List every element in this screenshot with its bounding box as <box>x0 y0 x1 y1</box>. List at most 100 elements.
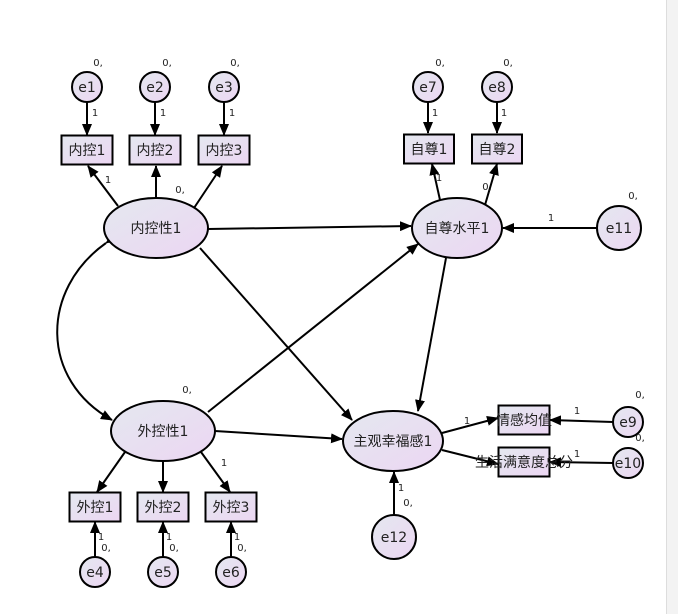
path-weight-qg: 1 <box>464 416 470 427</box>
wkx-to-zzsp-arrow <box>207 243 419 413</box>
nkx-to-nk3-arrow <box>193 165 223 209</box>
node-zz2[interactable]: 自尊2 <box>471 133 523 165</box>
node-wk1[interactable]: 外控1 <box>68 491 122 523</box>
zgxf-to-qg-arrow <box>441 416 499 434</box>
variance-label-nkx: 0, <box>175 185 185 196</box>
node-label: e1 <box>78 80 96 96</box>
zzsp-to-zgxf-arrow <box>415 257 447 412</box>
node-label: e12 <box>381 530 407 546</box>
variance-label-e10: 0, <box>635 433 645 444</box>
path-weight-e6: 1 <box>234 532 240 543</box>
variance-label-e4: 0, <box>101 543 111 554</box>
node-label: 外控性1 <box>138 424 189 440</box>
node-nkx[interactable]: 内控性1 <box>103 197 209 259</box>
node-zz1[interactable]: 自尊1 <box>403 133 455 165</box>
variance-label-e12: 0, <box>403 498 413 509</box>
nkx-to-zgxf-arrow <box>199 247 353 421</box>
node-label: e4 <box>86 565 104 581</box>
node-label: 内控2 <box>137 143 174 159</box>
nkx-to-nk1-arrow <box>87 165 119 207</box>
node-label: e5 <box>154 565 172 581</box>
variance-label-e2: 0, <box>162 58 172 69</box>
node-e3[interactable]: e3 <box>208 71 240 103</box>
node-nk2[interactable]: 内控2 <box>128 134 182 166</box>
node-nk3[interactable]: 内控3 <box>197 134 251 166</box>
zgxf-to-sh-arrow <box>441 449 499 467</box>
node-label: e11 <box>606 221 632 237</box>
variance-label-e6: 0, <box>237 543 247 554</box>
e9-to-qg-arrow <box>549 415 614 426</box>
node-wk2[interactable]: 外控2 <box>136 491 190 523</box>
path-weight-e9: 1 <box>574 406 580 417</box>
variance-label-zzsp: 0, <box>482 182 492 193</box>
node-sh[interactable]: 生活满意度总分 <box>475 446 573 478</box>
node-label: 外控3 <box>213 500 250 516</box>
node-label: e7 <box>419 80 437 96</box>
path-weight-e10: 1 <box>574 449 580 460</box>
node-label: 情感均值 <box>496 412 552 429</box>
path-weight-e2: 1 <box>160 108 166 119</box>
node-label: e9 <box>619 415 637 431</box>
node-e11[interactable]: e11 <box>596 205 642 251</box>
variance-label-e3: 0, <box>230 58 240 69</box>
wkx-to-wk3-arrow <box>200 451 231 493</box>
node-label: 外控2 <box>145 500 182 516</box>
node-e5[interactable]: e5 <box>147 556 179 588</box>
node-e1[interactable]: e1 <box>71 71 103 103</box>
variance-label-e9: 0, <box>635 390 645 401</box>
path-weight-e5: 1 <box>166 532 172 543</box>
variance-label-e11: 0, <box>628 191 638 202</box>
node-e9[interactable]: e9 <box>612 406 644 438</box>
e10-to-sh-arrow <box>549 457 614 468</box>
path-weight-e11: 1 <box>548 213 554 224</box>
node-label: e3 <box>215 80 233 96</box>
node-label: e2 <box>146 80 164 96</box>
node-label: e6 <box>222 565 240 581</box>
node-wk3[interactable]: 外控3 <box>204 491 258 523</box>
node-label: 外控1 <box>77 500 114 516</box>
zzsp-to-zz2-arrow <box>484 163 499 206</box>
wkx-to-zgxf-arrow <box>214 430 343 444</box>
node-e10[interactable]: e10 <box>612 447 644 479</box>
variance-label-e8: 0, <box>503 58 513 69</box>
node-wkx[interactable]: 外控性1 <box>110 400 216 462</box>
node-e2[interactable]: e2 <box>139 71 171 103</box>
node-label: e10 <box>615 456 641 472</box>
variance-label-e5: 0, <box>169 543 179 554</box>
path-weight-e4: 1 <box>98 532 104 543</box>
node-label: 自尊2 <box>479 141 516 158</box>
node-e8[interactable]: e8 <box>481 71 513 103</box>
path-weight-e8: 1 <box>501 108 507 119</box>
variance-label-e1: 0, <box>93 58 103 69</box>
node-qg[interactable]: 情感均值 <box>496 404 552 436</box>
path-weight-e3: 1 <box>229 108 235 119</box>
path-weight-wk3: 1 <box>221 458 227 469</box>
zzsp-to-zz1-arrow <box>429 163 441 201</box>
wkx-to-wk1-arrow <box>96 451 126 493</box>
node-label: 内控1 <box>69 143 106 159</box>
path-weight-zz1: 1 <box>436 173 442 184</box>
node-label: 生活满意度总分 <box>475 454 573 471</box>
node-zzsp[interactable]: 自尊水平1 <box>411 197 503 259</box>
node-zgxf[interactable]: 主观幸福感1 <box>342 410 444 472</box>
path-weight-nk1: 1 <box>105 175 111 186</box>
node-label: 自尊1 <box>411 141 448 158</box>
nkx-wkx-covariance-arrow <box>56 232 118 421</box>
node-e4[interactable]: e4 <box>79 556 111 588</box>
node-e12[interactable]: e12 <box>371 514 417 560</box>
node-label: e8 <box>488 80 506 96</box>
variance-label-wkx: 0, <box>182 385 192 396</box>
scrollbar[interactable] <box>666 0 678 614</box>
node-label: 主观幸福感1 <box>354 433 433 450</box>
node-e7[interactable]: e7 <box>412 71 444 103</box>
nkx-to-zzsp-arrow <box>207 221 412 232</box>
variance-label-e7: 0, <box>435 58 445 69</box>
node-e6[interactable]: e6 <box>215 556 247 588</box>
node-label: 内控3 <box>206 143 243 159</box>
path-weight-e1: 1 <box>92 108 98 119</box>
path-weight-e12: 1 <box>398 483 404 494</box>
node-label: 自尊水平1 <box>425 220 490 237</box>
node-nk1[interactable]: 内控1 <box>60 134 114 166</box>
